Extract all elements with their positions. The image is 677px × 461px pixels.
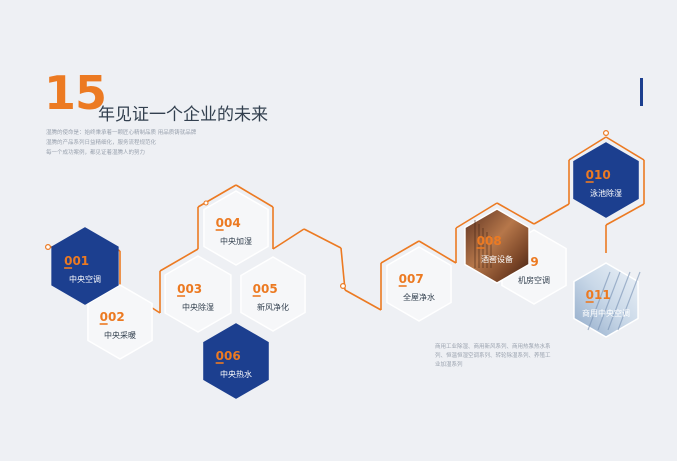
milestone-label: 酒窖设备 xyxy=(481,254,513,264)
milestone-label: 中央空调 xyxy=(69,274,101,284)
header-accent-bar xyxy=(640,78,643,106)
milestone-number: 006 xyxy=(216,349,241,363)
note-line: 列、恒温恒湿空调系列、转轮除湿系列、养殖工 xyxy=(435,353,551,359)
header-year: 15 xyxy=(44,66,107,120)
milestone-hexagon: 005 新风净化 xyxy=(240,256,306,332)
hexagon-shape xyxy=(386,246,452,322)
hexagon-shape xyxy=(240,256,306,332)
hexagon-shape xyxy=(203,190,269,266)
milestone-hexagon: 002 中央采暖 xyxy=(87,284,153,360)
intro-text-line: 湿腾的使命是：始终秉承着一颗匠心精制品质 用品质铸就品牌 xyxy=(46,130,197,136)
milestone-label: 全屋净水 xyxy=(403,292,435,302)
photo-texture xyxy=(607,271,631,331)
header-title: 年见证一个企业的未来 xyxy=(98,105,268,125)
milestone-hexagon: 006 中央热水 xyxy=(203,323,269,399)
milestone-label: 中央加湿 xyxy=(220,236,252,246)
milestone-label: 中央除湿 xyxy=(182,302,214,312)
photo-texture xyxy=(587,271,611,331)
milestone-number: 007 xyxy=(399,272,424,286)
hexagon-shape xyxy=(164,255,232,333)
milestone-number: 001 xyxy=(64,254,89,268)
milestone-number: 003 xyxy=(177,282,202,296)
milestone-hexagon: 001 中央空调 xyxy=(51,227,119,305)
milestone-label: 新风净化 xyxy=(257,302,289,312)
hexagon-shape xyxy=(573,142,639,218)
milestone-label: 商用中央空调 xyxy=(582,308,630,318)
note-line: 业加湿系列 xyxy=(435,362,463,368)
intro-text-line: 每一个成功案例，都见证着湿腾人的努力 xyxy=(46,150,146,156)
photo-texture xyxy=(597,271,621,331)
milestone-number: 002 xyxy=(100,310,125,324)
milestone-hexagon: 008 酒窖设备 xyxy=(464,208,530,284)
milestone-hexagon: 010 泳池除湿 xyxy=(573,142,639,218)
milestone-number: 004 xyxy=(216,216,241,230)
timeline-dots xyxy=(44,130,609,290)
intro-text-line: 湿腾的产品系列日益精细化，服务流程规范化 xyxy=(46,140,157,146)
milestone-number: 005 xyxy=(253,282,278,296)
hexagon-shape xyxy=(203,323,269,399)
milestone-hexagon: 003 中央除湿 xyxy=(164,255,232,333)
milestone-number: 010 xyxy=(586,168,611,182)
hexagon-shape xyxy=(51,227,119,305)
milestone-label: 中央热水 xyxy=(220,369,252,379)
milestone-number: 011 xyxy=(586,288,611,302)
commercial-series-note: 商用工业除湿、商用新风系列、商用热泵热水系 列、恒温恒湿空调系列、转轮除湿系列、… xyxy=(435,343,585,370)
milestone-hexagon: 004 中央加湿 xyxy=(203,190,269,266)
milestone-hexagon: 007 全屋净水 xyxy=(386,246,452,322)
hexagon-shape xyxy=(87,284,153,360)
milestone-label: 泳池除湿 xyxy=(590,188,622,198)
hexagon-shape xyxy=(464,208,530,284)
milestone-label: 中央采暖 xyxy=(104,330,136,340)
note-line: 商用工业除湿、商用新风系列、商用热泵热水系 xyxy=(435,344,551,350)
milestone-hexagon: 011 商用中央空调 xyxy=(573,262,641,338)
milestone-number: 008 xyxy=(477,234,502,248)
milestone-label: 机房空调 xyxy=(518,275,550,285)
photo-texture xyxy=(617,271,641,331)
